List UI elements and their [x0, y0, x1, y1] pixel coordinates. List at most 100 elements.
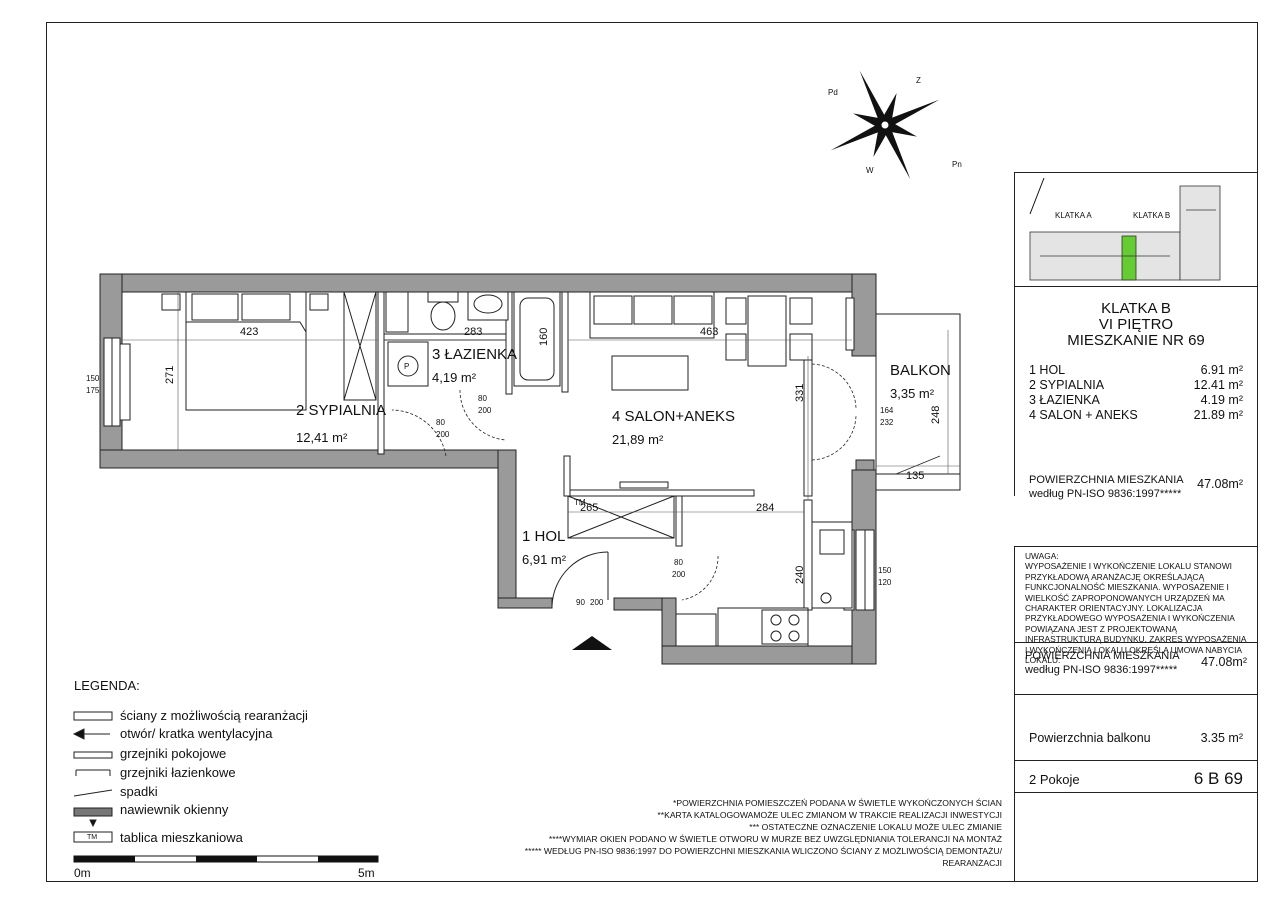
apartment-summary: KLATKA B VI PIĘTRO MIESZKANIE NR 69 1 HO…	[1014, 286, 1258, 500]
dim-door-bath-top: 80	[478, 394, 487, 403]
room-area-sypialnia: 12,41 m²	[296, 430, 348, 445]
total-area-box: POWIERZCHNIA MIESZKANIA według PN-ISO 98…	[1014, 642, 1258, 694]
footnote: **KARTA KATALOGOWAMOŻE ULEC ZMIANOM W TR…	[657, 810, 1002, 820]
note-text: WYPOSAŻENIE I WYKOŃCZENIE LOKALU STANOWI…	[1025, 561, 1247, 666]
info-mieszkanie: MIESZKANIE NR 69	[1067, 332, 1205, 349]
dim-door-hol-bot: 200	[672, 570, 686, 579]
dim-window-left-bot: 175	[86, 386, 100, 395]
dim-463: 463	[700, 326, 719, 338]
note-title: UWAGA:	[1025, 551, 1059, 561]
note-box: UWAGA: WYPOSAŻENIE I WYKOŃCZENIE LOKALU …	[1014, 546, 1258, 665]
total-area-value: 47.08m²	[1201, 655, 1247, 669]
dim-283: 283	[464, 326, 483, 338]
dim-window-kitchen-top: 150	[878, 566, 892, 575]
divider	[1014, 792, 1258, 793]
dining-table	[747, 295, 787, 367]
keyplan-label-b: KLATKA B	[1133, 211, 1171, 220]
tv-unit	[611, 355, 689, 391]
wall-right-top	[851, 273, 877, 357]
dim-door-hol-top: 80	[674, 558, 683, 567]
wall-bed-bath	[377, 291, 385, 455]
legend-item: grzejniki pokojowe	[120, 746, 227, 761]
dim-door-balc-bot: 232	[880, 418, 894, 427]
room-name-salon: 4 SALON+ANEKS	[612, 408, 735, 425]
dim-door-bed-top: 80	[436, 418, 445, 427]
room-area-hol: 6,91 m²	[522, 552, 567, 567]
entry-arrow	[572, 636, 612, 650]
wall-top	[99, 273, 877, 293]
key-plan	[1029, 185, 1221, 281]
dim-135: 135	[906, 470, 925, 482]
rooms-count: 2 Pokoje	[1029, 772, 1080, 787]
legend-item: nawiewnik okienny	[120, 802, 229, 817]
dim-248: 248	[930, 405, 942, 424]
footnote: ***** WEDŁUG PN-ISO 9836:1997 DO POWIERZ…	[524, 846, 1002, 856]
scale-end: 5m	[358, 866, 375, 880]
scale-bar	[73, 855, 379, 863]
footnote: *POWIERZCHNIA POMIESZCZEŃ PODANA W ŚWIET…	[673, 798, 1002, 808]
scale-start: 0m	[74, 866, 91, 880]
dim-door-bath-bot: 200	[478, 406, 492, 415]
room-area-balkon: 3,35 m²	[890, 386, 935, 401]
dim-240: 240	[794, 565, 806, 584]
info-klatka: KLATKA B	[1101, 300, 1171, 317]
footnote: ****WYMIAR OKIEN PODANO W ŚWIETLE OTWORU…	[548, 834, 1002, 844]
legend-tm-symbol: TM	[87, 834, 98, 841]
info-panel: KLATKA A KLATKA B KLATKA B VI PIĘTRO MIE…	[1014, 172, 1258, 882]
balcony-box: Powierzchnia balkonu 3.35 m²	[1014, 694, 1258, 760]
total-area-norm: według PN-ISO 9836:1997*****	[1025, 664, 1178, 676]
info-total-area: POWIERZCHNIA MIESZKANIA według PN-ISO 98…	[1029, 474, 1243, 500]
info-pietro: VI PIĘTRO	[1098, 316, 1174, 333]
wall-hol-bottom-left	[497, 597, 553, 609]
balcony-value: 3.35 m²	[1200, 731, 1243, 745]
wall-hol-left	[497, 449, 517, 609]
room-name-lazienka: 3 ŁAZIENKA	[432, 346, 518, 363]
dim-door-entry-bot: 200	[590, 598, 604, 607]
compass-label-pd: Pd	[828, 88, 838, 97]
key-plan-box: KLATKA A KLATKA B	[1014, 172, 1258, 286]
legend-item: spadki	[120, 784, 158, 799]
dim-door-balc-top: 164	[880, 406, 894, 415]
room-name-balkon: BALKON	[890, 362, 951, 379]
legend-item: ściany z możliwością rearanżacji	[120, 708, 308, 723]
legend-item: otwór/ kratka wentylacyjna	[120, 726, 273, 741]
dim-window-left-top: 150	[86, 374, 100, 383]
keyplan-label-a: KLATKA A	[1055, 211, 1092, 220]
dim-door-bed-bot: 200	[436, 430, 450, 439]
p-marker: P	[404, 362, 410, 371]
dim-door-entry-top: 90	[576, 598, 585, 607]
wall-kitchen-bottom	[661, 645, 877, 665]
balcony-label: Powierzchnia balkonu	[1029, 731, 1151, 745]
compass-label-pn: Pn	[952, 160, 962, 169]
wall-bedroom-bottom	[99, 449, 517, 469]
room-name-hol: 1 HOL	[522, 528, 566, 545]
room-name-sypialnia: 2 SYPIALNIA	[296, 402, 387, 419]
footnote: *** OSTATECZNE OZNACZENIE LOKALU MOŻE UL…	[749, 822, 1002, 832]
legend-symbols	[72, 711, 113, 843]
legend-item: tablica mieszkaniowa	[120, 830, 243, 845]
dim-423: 423	[240, 326, 259, 338]
legend-title: LEGENDA:	[74, 678, 140, 693]
tm-marker: TM	[574, 498, 586, 507]
dim-265: 265	[580, 502, 599, 514]
dim-160: 160	[538, 327, 550, 346]
room-area-salon: 21,89 m²	[612, 432, 664, 447]
compass-label-w: W	[866, 166, 874, 175]
dim-284: 284	[756, 502, 775, 514]
apartment-code-box: 2 Pokoje 6 B 69	[1014, 760, 1258, 882]
compass-rose	[830, 70, 940, 180]
balcony-outline	[875, 313, 961, 491]
room-area-lazienka: 4,19 m²	[432, 370, 477, 385]
dim-271: 271	[164, 365, 176, 384]
dim-window-kitchen-bot: 120	[878, 578, 892, 587]
total-area-label: POWIERZCHNIA MIESZKANIA	[1025, 650, 1180, 662]
apartment-code: 6 B 69	[1193, 769, 1243, 788]
legend-item: grzejniki łazienkowe	[120, 765, 236, 780]
footnote: REARANŻACJI	[942, 858, 1002, 868]
compass-label-z: Z	[916, 76, 921, 85]
